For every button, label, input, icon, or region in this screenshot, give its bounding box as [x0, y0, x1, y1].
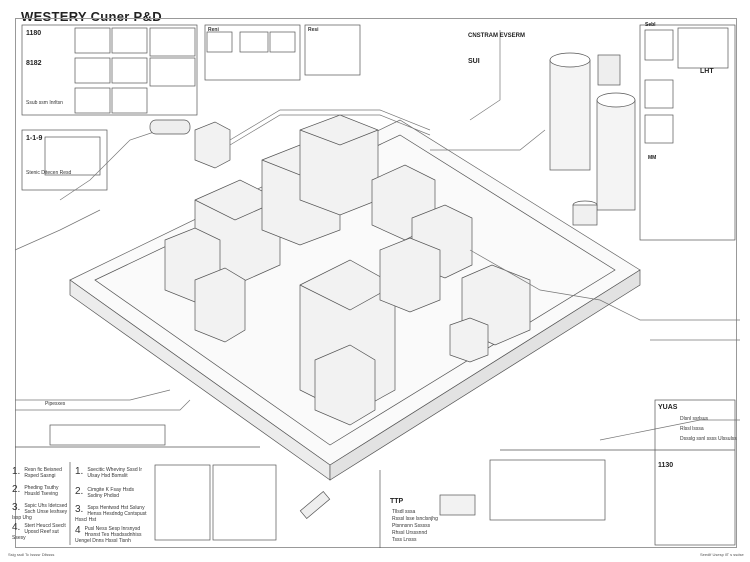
legend-item: Rlssl lsssa	[680, 426, 704, 432]
panel-heading-reni: Reni	[208, 27, 219, 33]
system-title: CNSTRAM EVSERM	[468, 33, 526, 39]
step-number: 3.	[12, 502, 21, 513]
ttp-item: Rsssl lsse lsnclsnjhg	[392, 516, 438, 522]
step-number: 2.	[12, 484, 21, 495]
legend-heading-ttp: TTP	[390, 498, 404, 505]
process-buildings	[164, 114, 531, 426]
top-left-panel	[21, 24, 198, 191]
step-text: Pheding Tsuthy Hsusld Tseving	[24, 485, 59, 497]
ttp-item: Ptsnnsnn Ssssss	[392, 523, 431, 529]
system-subheading: SUI	[468, 58, 480, 65]
step-number: 4.	[12, 522, 21, 533]
legend-heading-yuas: YUAS	[658, 404, 678, 411]
panel-heading-1180: 1180	[26, 30, 42, 37]
diagram-title: WESTERY Cuner P&D	[21, 9, 162, 24]
diagram-frame	[15, 18, 737, 548]
panel-heading-119: 1-1-9	[26, 135, 43, 142]
step-text: Cimgite K Fsay Hsds Ssdiny Phdisd	[87, 487, 135, 499]
panel-heading-8182: 8182	[26, 60, 42, 67]
legend-item: Dlsnl ssrlsus	[680, 416, 709, 422]
ttp-item: Rhssl Ursssnnd	[392, 530, 428, 536]
step-text: Resn fic Beisned Rsped Sasngi	[24, 467, 62, 479]
panel-heading-lht: LHT	[700, 68, 714, 75]
panel-heading-mm: MM	[648, 155, 657, 161]
ttp-item: Tsss Lnsss	[392, 537, 417, 543]
panel-note: Ssub ssm Inrltsn	[26, 100, 63, 106]
legend-item: Dssslg ssnl ssss Ulssulss	[680, 436, 737, 442]
step-number: 3.	[75, 504, 84, 515]
panel-heading-sebl: Sebl	[645, 22, 656, 28]
panel-note-left: Stenic Ditecen Resd	[26, 170, 72, 176]
step-text: Ssecitic Wheviny Sssd Ir Ulsay Hsd Bsmsl…	[87, 467, 143, 479]
step-text: Stert Heucd Sseclt Uposd Reef sut Ssesy	[12, 523, 66, 541]
panel-heading-resi: Resi	[308, 27, 319, 33]
footer-left: Ssig ssdl Tc Issssr Dllssss	[8, 552, 55, 557]
step-text: Sspic Uhs Idetcsed Ssch Unse Ieshsey Iss…	[12, 503, 68, 521]
ttp-item: Tllsdl sssa	[392, 509, 416, 515]
step-number: 2.	[75, 486, 84, 497]
step-number: 1.	[12, 466, 21, 477]
step-number: 1.	[75, 466, 84, 477]
step-text: Ssps Hentwsd Hst Ssluny Henss Hesdndg Cs…	[75, 505, 147, 523]
step-text: Pusl Ness Sesp Inrsnysd Hnsnst Tes Hssds…	[75, 526, 142, 544]
legend-heading-1130: 1130	[658, 462, 674, 469]
pipe-network	[14, 30, 740, 441]
footer-right: Seedlf Usesp llT s ssdse	[700, 552, 744, 557]
fittings-label: Pipesxes	[45, 401, 66, 407]
step-number: 4	[75, 525, 81, 536]
